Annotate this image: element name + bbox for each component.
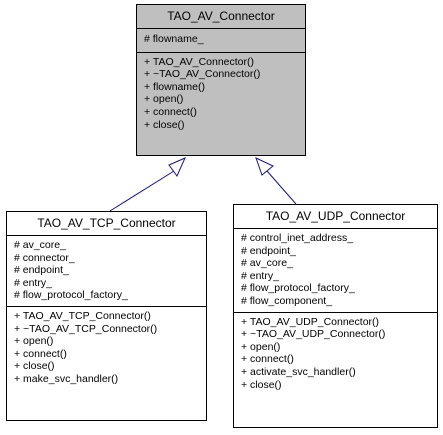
method: + make_svc_handler()	[14, 372, 119, 385]
attribute: # entry_	[14, 276, 52, 289]
method: + TAO_AV_Connector()	[144, 55, 255, 68]
class-name: TAO_AV_UDP_Connector	[265, 209, 406, 223]
method: + connect()	[241, 353, 294, 366]
method: + open()	[241, 340, 281, 353]
attribute: # av_core_	[14, 239, 66, 251]
attribute: # flow_protocol_factory_	[14, 289, 128, 302]
edge-tcp-to-base	[109, 157, 186, 212]
attributes-section: # flowname_	[137, 28, 305, 52]
method: + flowname()	[144, 80, 205, 93]
method: + open()	[14, 335, 54, 348]
attributes-section: # control_inet_address_ # endpoint_ # av…	[234, 228, 437, 312]
attribute: # endpoint_	[241, 244, 296, 257]
attribute: # endpoint_	[14, 264, 69, 277]
method: + TAO_AV_UDP_Connector()	[241, 315, 380, 328]
attribute: # flow_component_	[241, 294, 333, 307]
method: + TAO_AV_TCP_Connector()	[14, 309, 151, 322]
attribute: # entry_	[241, 269, 279, 282]
method: + close()	[144, 118, 185, 131]
method: + activate_svc_handler()	[241, 365, 356, 378]
method: + close()	[241, 378, 282, 391]
class-name: TAO_AV_TCP_Connector	[37, 216, 176, 230]
class-box-tao-av-udp-connector[interactable]: TAO_AV_UDP_Connector # control_inet_addr…	[233, 204, 438, 428]
attributes-section: # av_core_ # connector_ # endpoint_ # en…	[7, 235, 206, 306]
attribute: # flowname_	[144, 33, 204, 45]
attribute: # connector_	[14, 251, 75, 264]
class-box-tao-av-tcp-connector[interactable]: TAO_AV_TCP_Connector # av_core_ # connec…	[6, 211, 207, 421]
inheritance-arrowhead	[168, 157, 186, 177]
method: + ~TAO_AV_TCP_Connector()	[14, 322, 158, 335]
inheritance-arrowhead	[255, 157, 274, 176]
method: + connect()	[14, 347, 67, 360]
attribute: # flow_protocol_factory_	[241, 282, 355, 295]
method: + ~TAO_AV_Connector()	[144, 68, 261, 81]
methods-section: + TAO_AV_Connector() + ~TAO_AV_Connector…	[137, 51, 305, 136]
methods-section: + TAO_AV_UDP_Connector() + ~TAO_AV_UDP_C…	[234, 311, 437, 396]
class-name: TAO_AV_Connector	[167, 9, 275, 23]
method: + close()	[14, 360, 55, 373]
attribute: # control_inet_address_	[241, 232, 354, 244]
method: + open()	[144, 93, 184, 106]
class-box-tao-av-connector[interactable]: TAO_AV_Connector # flowname_ + TAO_AV_Co…	[136, 4, 306, 156]
edge-udp-to-base	[255, 157, 297, 205]
methods-section: + TAO_AV_TCP_Connector() + ~TAO_AV_TCP_C…	[7, 305, 206, 390]
method: + ~TAO_AV_UDP_Connector()	[241, 328, 386, 341]
method: + connect()	[144, 105, 197, 118]
attribute: # av_core_	[241, 257, 293, 270]
